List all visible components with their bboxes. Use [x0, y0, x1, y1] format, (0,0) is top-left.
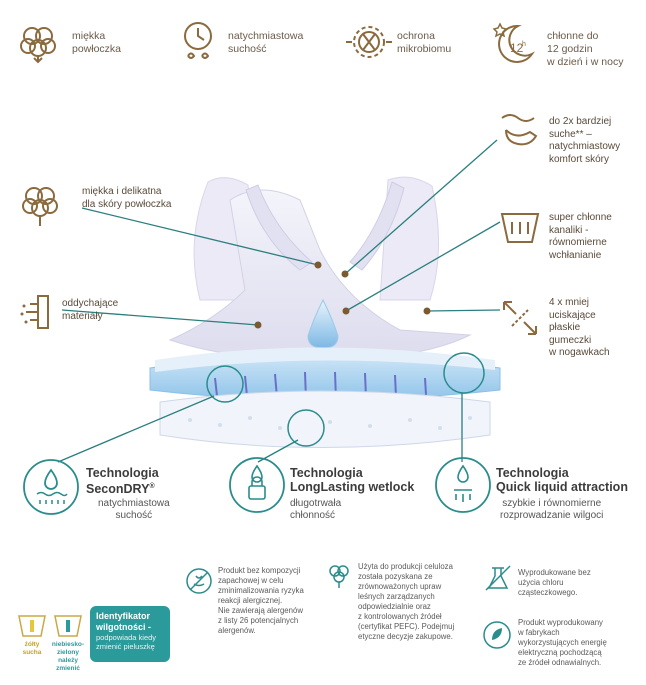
tech-quick-title1: Technologia — [496, 466, 569, 480]
feature-soft-cover: miękka powłoczka — [72, 30, 122, 55]
callout-channels: super chłonne kanaliki - równomierne wch… — [549, 212, 612, 261]
clock-drops-icon — [184, 22, 212, 59]
tech-quick-subtitle: szybkie i równomierne rozprowadzanie wil… — [500, 498, 604, 521]
dry-skin-icon — [501, 114, 538, 146]
yellow-diaper-icon — [18, 615, 46, 637]
info-pefc: Użyta do produkcji celuloza została pozy… — [358, 562, 455, 641]
wetness-subtitle: podpowiada kiedy zmienić pieluszkę — [96, 633, 157, 651]
feature-instant-dryness: natychmiastowa suchość — [228, 30, 304, 55]
tech-quick-title2: Quick liquid attraction — [496, 480, 628, 494]
wetlock-icon — [229, 457, 285, 513]
callout-soft-cover: miękka i delikatna dla skóry powłoczka — [82, 186, 172, 210]
blue-diaper-icon — [54, 615, 82, 637]
info-renewable: Produkt wyprodukowany w fabrykach wykorz… — [518, 618, 607, 667]
tech-secondry-title1: Technologia — [86, 466, 159, 480]
cotton-icon — [20, 27, 56, 64]
feature-microbiome: ochrona mikrobiomu — [397, 30, 452, 55]
info-no-fragrance: Produkt bez kompozycji zapachowej w celu… — [218, 566, 304, 635]
tech-secondry: Technologia SeconDRY® — [86, 466, 159, 496]
label-yellow-dry: żółty sucha — [22, 641, 42, 656]
callout-drier: do 2x bardziej suche** – natychmiastowy … — [549, 116, 621, 165]
dna-gear-icon — [346, 26, 392, 58]
cotton-icon — [22, 187, 58, 226]
svg-text:12: 12 — [510, 41, 524, 55]
wetness-title: Identyfikator wilgotności - — [96, 611, 151, 632]
wetness-indicator-badge: Identyfikator wilgotności - podpowiada k… — [90, 606, 170, 662]
elastic-arrows-icon — [503, 301, 537, 335]
tech-longlasting-title1: Technologia — [290, 466, 363, 480]
callout-elastics: 4 x mniej uciskające płaskie gumeczki w … — [549, 297, 610, 358]
tech-secondry-subtitle: natychmiastowa suchość — [98, 498, 170, 521]
tech-longlasting-subtitle: długotrwała chłonność — [290, 498, 342, 521]
tech-secondry-title2: SeconDRY® — [86, 482, 155, 497]
cotton-leaf-icon — [329, 565, 349, 588]
info-no-chlorine: Wyprodukowane bez użycia chloru cząstecz… — [518, 568, 591, 597]
tech-longlasting: Technologia LongLasting wetlock — [290, 466, 414, 494]
no-chlorine-icon — [485, 565, 511, 591]
breathable-icon — [20, 295, 49, 329]
diaper-channels-icon — [500, 213, 540, 243]
renewable-energy-icon — [483, 621, 511, 649]
moon-12h-icon: 12 h — [492, 22, 535, 63]
tech-longlasting-title2: LongLasting wetlock — [290, 480, 415, 494]
callout-breathable: oddychające materiały — [62, 298, 119, 322]
tech-quick: Technologia Quick liquid attraction — [496, 466, 628, 494]
label-blue-change: niebiesko- zielony należy zmienić — [51, 641, 85, 672]
svg-text:h: h — [522, 41, 526, 48]
secondry-icon — [23, 459, 79, 515]
feature-12-hours: chłonne do 12 godzin w dzień i w nocy — [547, 30, 624, 68]
quick-attraction-icon — [435, 457, 491, 513]
no-fragrance-icon — [186, 568, 212, 594]
